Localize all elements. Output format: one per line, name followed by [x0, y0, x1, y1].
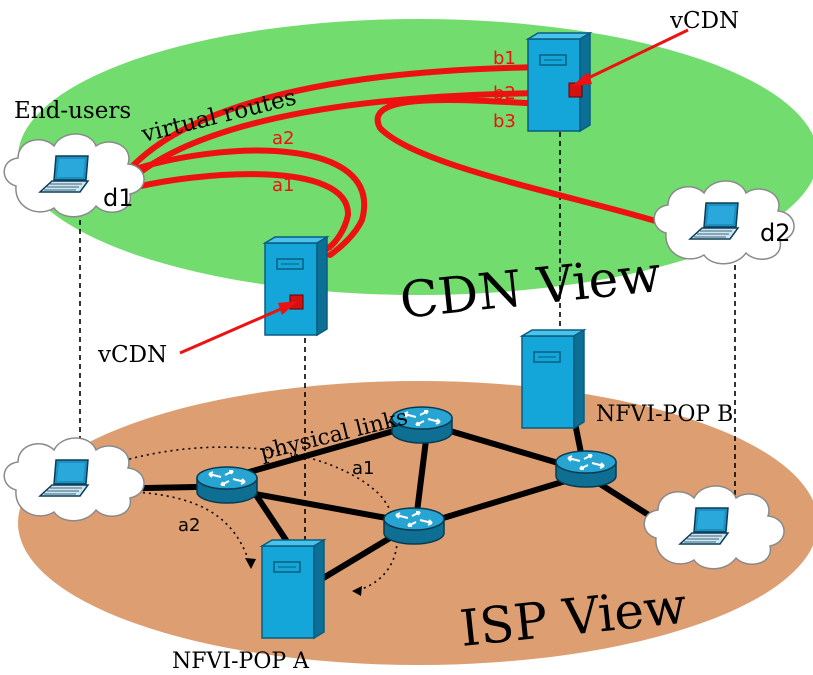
- phys-path-a1: [94, 446, 398, 592]
- d1-label: d1: [103, 184, 134, 212]
- vcdn-left-label: vCDN: [97, 342, 167, 368]
- link-r1-r2: [225, 420, 425, 481]
- link-r3-popa: [317, 529, 403, 583]
- arrow-vcdn-left: [179, 303, 291, 355]
- phys-a2-label: a2: [178, 515, 200, 536]
- vcdn-top-label: vCDN: [669, 8, 739, 34]
- route-a1-label: a1: [272, 175, 294, 196]
- physical-links: [92, 415, 691, 583]
- route-a2: [123, 147, 368, 258]
- route-a2-label: a2: [272, 128, 294, 149]
- mapping-lines: [79, 132, 736, 545]
- router-1[interactable]: [196, 466, 258, 504]
- route-a1: [121, 171, 352, 253]
- arrowhead-a2: [245, 558, 256, 569]
- nfvi-pop-b-label: NFVI-POP B: [596, 402, 733, 427]
- nfvi-pop-a-label: NFVI-POP A: [172, 649, 310, 674]
- route-b1: [119, 64, 553, 181]
- router-4[interactable]: [555, 450, 617, 488]
- phys-a1-label: a1: [352, 458, 374, 479]
- cloud-user-isp-right[interactable]: [643, 485, 785, 570]
- arrowhead-a1: [352, 586, 362, 596]
- end-users-label: End-users: [14, 98, 131, 124]
- route-b2-label: b2: [493, 83, 516, 104]
- vcdn-arrows: [179, 28, 689, 355]
- arrowhead-vcdn-left: [278, 301, 298, 315]
- route-b3-label: b3: [493, 111, 516, 132]
- cloud-user-isp-left[interactable]: [3, 437, 145, 522]
- arrow-vcdn-top: [579, 28, 689, 84]
- server-nfvi-pop-b[interactable]: [521, 329, 585, 429]
- d2-label: d2: [760, 219, 791, 247]
- server-nfvi-pop-a[interactable]: [261, 539, 325, 639]
- phys-path-a2: [94, 489, 251, 566]
- link-r3-r4: [427, 473, 585, 525]
- cdn-plane: [18, 19, 813, 295]
- router-3[interactable]: [383, 507, 445, 545]
- server-vcdn-left[interactable]: [264, 236, 328, 336]
- route-b3: [374, 97, 693, 235]
- physical-paths: [94, 446, 398, 592]
- route-b1-label: b1: [493, 48, 516, 69]
- link-r1-popa: [253, 492, 289, 543]
- link-r2-r3: [414, 437, 429, 515]
- arrowhead-vcdn-top: [572, 72, 592, 86]
- virtual-routes: [119, 64, 693, 258]
